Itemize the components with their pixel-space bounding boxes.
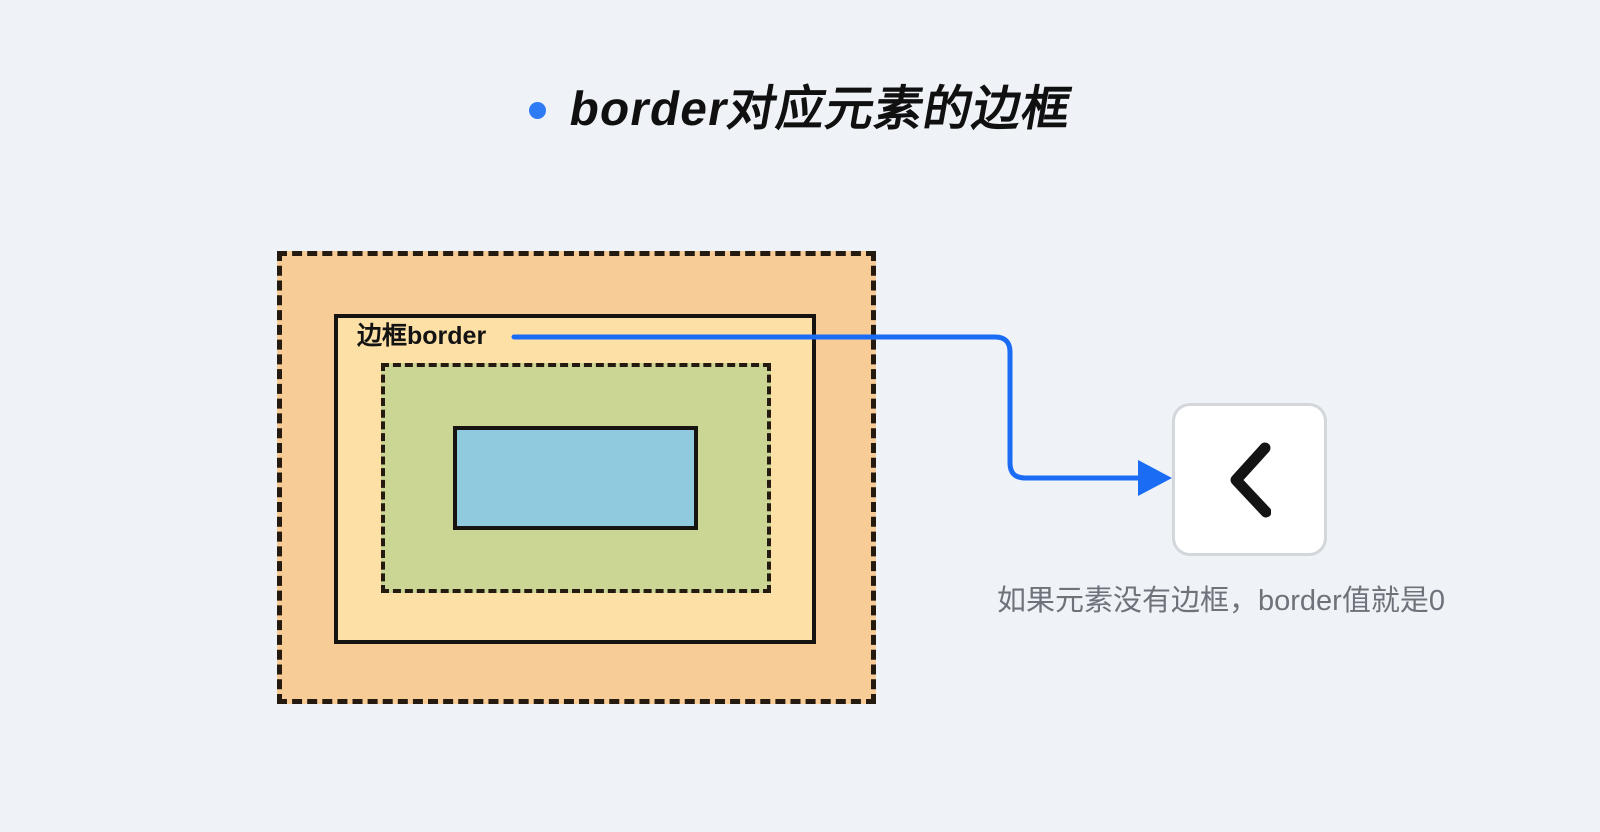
caption-text: 如果元素没有边框，border值就是0	[997, 585, 1445, 617]
chevron-left-icon	[1230, 442, 1271, 517]
bullet-icon	[528, 101, 546, 119]
arrowhead-icon	[1138, 460, 1172, 496]
border-label: 边框border	[357, 322, 487, 350]
back-button-card[interactable]	[1172, 403, 1327, 556]
title-row: border对应元素的边框	[0, 78, 1600, 142]
page-title: border对应元素的边框	[565, 83, 1076, 136]
content-box	[453, 426, 698, 530]
